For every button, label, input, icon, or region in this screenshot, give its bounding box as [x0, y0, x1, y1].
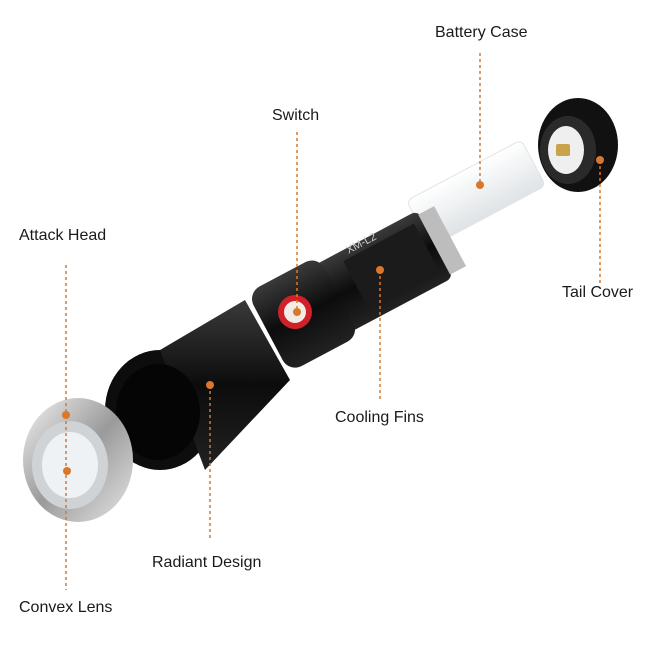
label-radiant-design: Radiant Design [152, 554, 262, 571]
label-attack-head: Attack Head [19, 227, 107, 244]
label-tail-cover: Tail Cover [562, 284, 634, 301]
convex-lens-ring [23, 398, 133, 522]
label-cooling-fins: Cooling Fins [335, 409, 424, 426]
label-battery-case: Battery Case [435, 24, 528, 41]
label-switch: Switch [272, 107, 320, 124]
label-convex-lens: Convex Lens [19, 599, 113, 616]
flashlight-body: XM-L2 [252, 206, 467, 368]
tail-cover [538, 98, 618, 192]
attack-head [105, 300, 290, 470]
